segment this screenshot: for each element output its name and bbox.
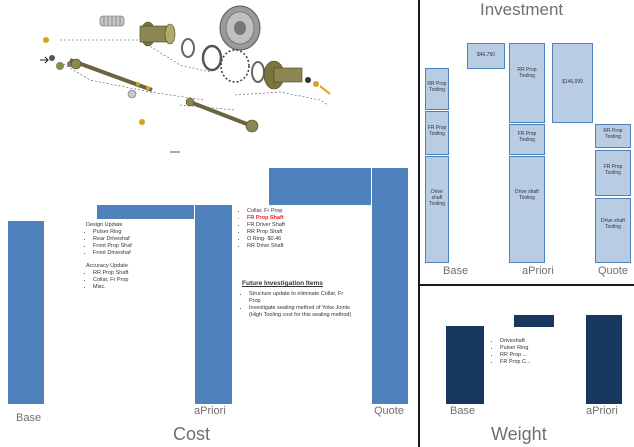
investment-segment: Drive shaft Tooling [425, 156, 449, 263]
investment-segment: FR Prop Tooling [595, 150, 631, 196]
step2-value: $146,099 [562, 79, 583, 85]
cost-bar-base [8, 221, 44, 404]
cost-label-base: Base [16, 412, 42, 424]
list-item: Misc. [93, 284, 146, 291]
accuracy-update-title: Accuracy Update [86, 263, 128, 269]
cost-bar-quote [372, 168, 408, 404]
investment-segment: Drive shaft Tooling [509, 156, 545, 263]
list-item: FR Prop Shaft [247, 215, 310, 222]
weight-title: Weight [491, 424, 547, 444]
list-item: Pulser Ring [500, 345, 553, 352]
investment-segment: RR Prop Tooling [595, 124, 631, 148]
future-investigation-title: Future Investigation Items [242, 280, 323, 287]
list-item: FR Driver Shaft [247, 222, 310, 229]
weight-label-base: Base [450, 405, 476, 417]
list-item: Investigate sealing method of Yoke Joint… [249, 305, 352, 319]
list-item: RR Prop ... [500, 352, 553, 359]
investment-step1: $46,750 [467, 43, 505, 69]
list-item: Driveshaft [500, 338, 553, 345]
list-item: Pulser Ring [93, 229, 146, 236]
list-item: O Ring- $0.46 [247, 236, 310, 243]
driveshaft-assembly-illustration [40, 5, 331, 153]
cost-label-quote: Quote [374, 405, 404, 417]
list-item: Front Driveshaf [93, 250, 146, 257]
small-fasteners-left [40, 37, 73, 70]
segment-label: FR Prop Tooling [517, 130, 537, 143]
segment-label: Drive shaft Tooling [515, 188, 539, 201]
investment-segment: RR Prop Tooling [425, 68, 449, 110]
cost-bar-step2 [269, 168, 371, 205]
gear-part [219, 5, 261, 51]
investment-segment: RR Prop Tooling [509, 43, 545, 123]
investment-segment: FR Prop Tooling [425, 111, 449, 155]
cost-note-parts: Collar, Fr Prop FR Prop Shaft FR Driver … [240, 208, 310, 250]
list-item: Structure update to eliminate Collar, Fr… [249, 291, 352, 305]
list-item: RR Prop Shaft [93, 270, 146, 277]
segment-label: RR Prop Tooling [603, 128, 623, 141]
divider-horizontal [419, 284, 634, 286]
design-update-list: Pulser Ring Rear Driveshaf Front Prop Sh… [86, 229, 146, 257]
weight-note: Driveshaft Pulser Ring RR Prop ... FR Pr… [493, 338, 553, 366]
weight-bar-apriori [586, 315, 622, 404]
cost-label-apriori: aPriori [194, 405, 226, 417]
list-item: Front Prop Shaf [93, 243, 146, 250]
flange-housing [139, 21, 176, 47]
segment-label: Drive shaft Tooling [429, 188, 445, 207]
investment-label-base: Base [443, 265, 469, 277]
spring-part [99, 15, 125, 27]
future-investigation-note: Future Investigation Items Structure upd… [242, 280, 352, 319]
segment-label: RR Prop Tooling [517, 67, 537, 80]
list-item: Collar, Fr Prop [247, 208, 310, 215]
accuracy-update-list: RR Prop Shaft Collar, Fr Prop Misc. [86, 270, 146, 291]
list-item: FR Prop C... [500, 359, 553, 366]
investment-title: Investment [480, 0, 564, 19]
shaft-right [139, 97, 259, 133]
cost-bar-apriori [195, 205, 232, 404]
step1-value: $46,750 [476, 52, 496, 58]
investment-label-apriori: aPriori [522, 265, 554, 277]
divider-vertical [418, 0, 420, 447]
cost-bar-step1 [97, 205, 194, 219]
segment-label: Drive shaft Tooling [601, 217, 625, 230]
future-investigation-list: Structure update to eliminate Collar, Fr… [242, 291, 352, 319]
weight-label-apriori: aPriori [586, 405, 618, 417]
weight-bar-step [514, 315, 554, 327]
cost-title: Cost [173, 424, 211, 444]
segment-label: FR Prop Tooling [603, 164, 623, 177]
shaft-left [69, 58, 153, 99]
list-item: Collar, Fr Prop [93, 277, 146, 284]
cost-note-design-update: Design Update Pulser Ring Rear Driveshaf… [86, 222, 146, 291]
segment-label: RR Prop Tooling [427, 81, 447, 93]
weight-note-list: Driveshaft Pulser Ring RR Prop ... FR Pr… [493, 338, 553, 366]
weight-bar-base [446, 326, 484, 404]
investment-segment: FR Prop Tooling [509, 124, 545, 155]
segment-label: FR Prop Tooling [427, 124, 447, 137]
list-item: RR Prop Shaft [247, 229, 310, 236]
investment-label-quote: Quote [598, 265, 628, 277]
list-item: RR Drive Shaft [247, 243, 310, 250]
design-update-title: Design Update [86, 222, 123, 228]
investment-step2: $146,099 [552, 43, 593, 123]
yoke-right [263, 60, 331, 95]
parts-list: Collar, Fr Prop FR Prop Shaft FR Driver … [240, 208, 310, 250]
list-item: Rear Driveshaf [93, 236, 146, 243]
investment-segment: Drive shaft Tooling [595, 198, 631, 263]
